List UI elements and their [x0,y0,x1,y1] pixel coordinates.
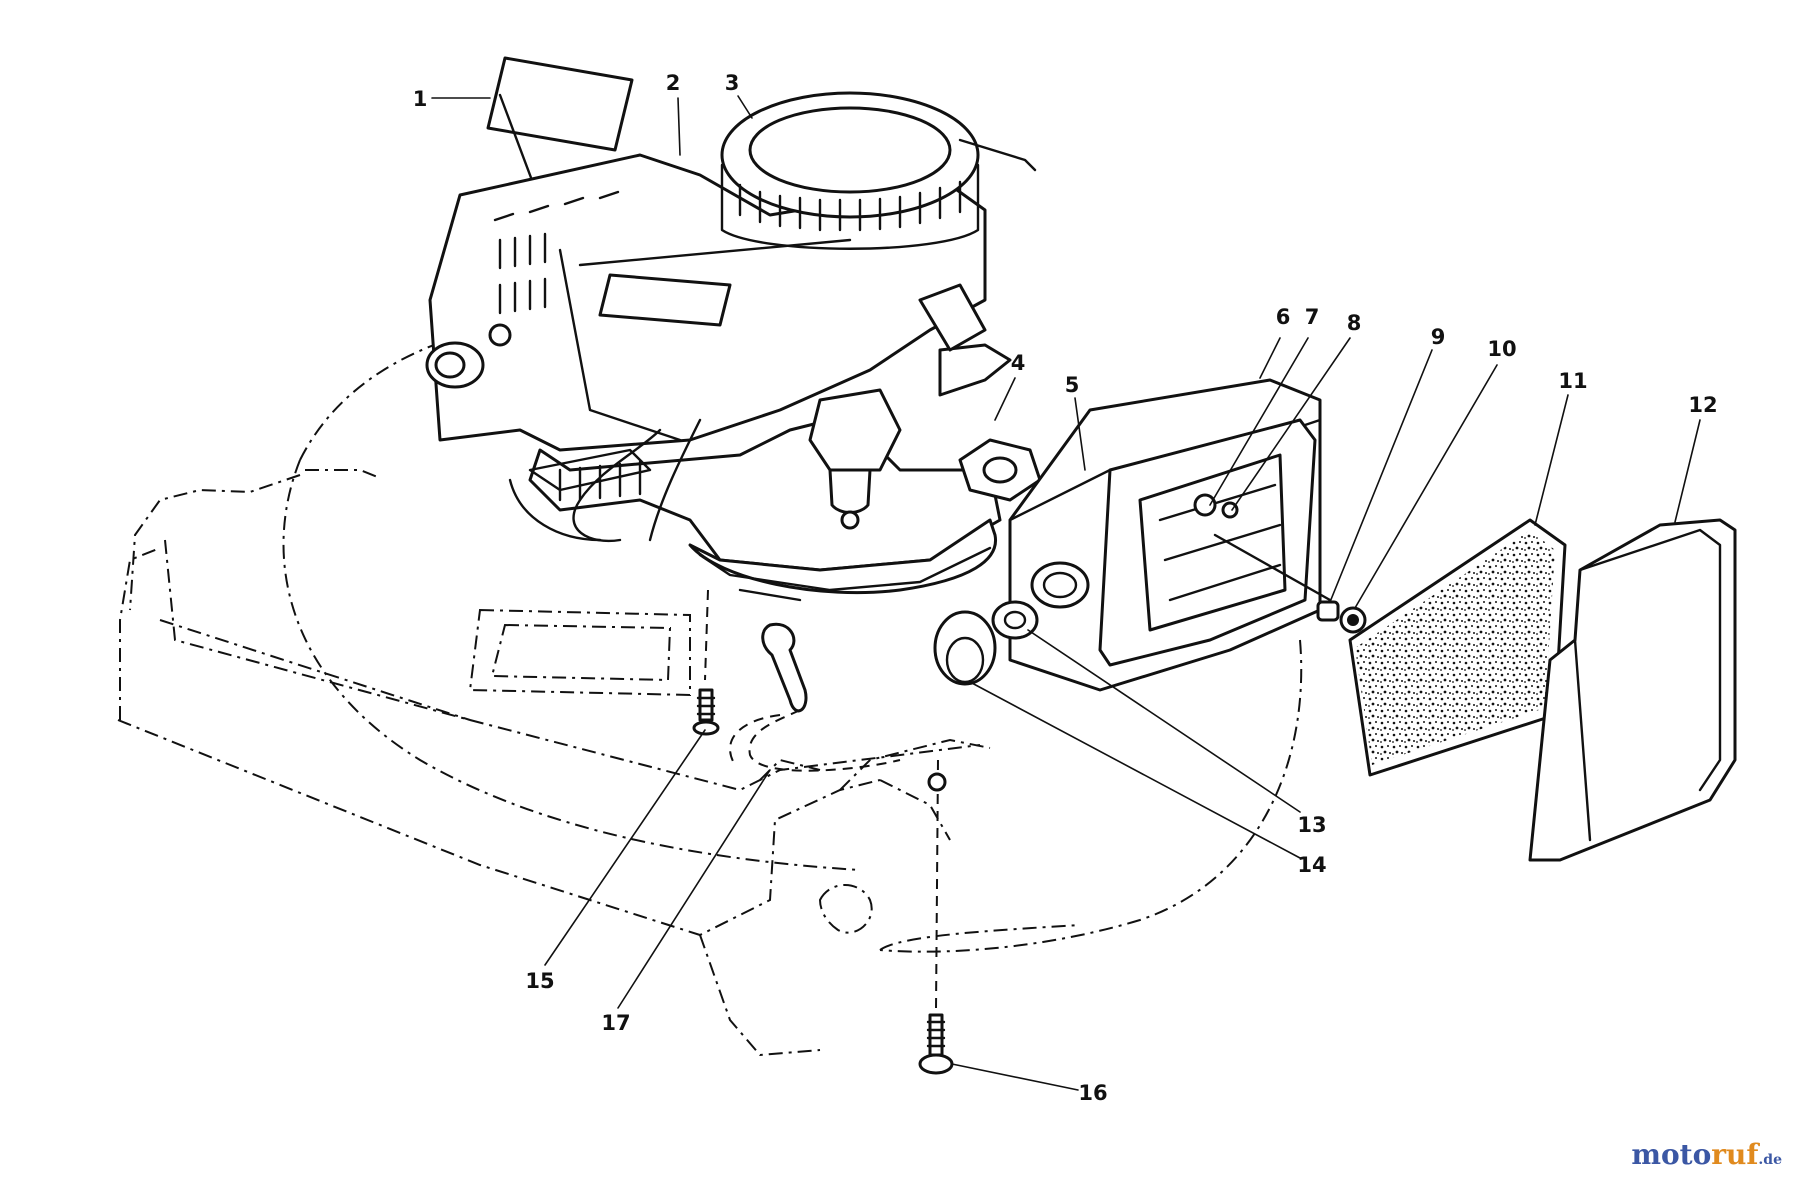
callout-17: 17 [601,1011,630,1035]
watermark-moto: moto [1631,1138,1712,1171]
callout-11: 11 [1558,369,1587,393]
callout-14: 14 [1297,853,1326,877]
callout-13: 13 [1297,813,1326,837]
air-cleaner-body-part-6 [1008,378,1322,692]
foam-element-part-11 [1348,518,1567,777]
watermark-tld: .de [1758,1152,1782,1168]
mower-deck [117,314,1303,1057]
nut-part-10 [1339,606,1367,634]
callout-8: 8 [1347,311,1362,335]
callout-3: 3 [725,71,740,95]
callout-9: 9 [1431,325,1446,349]
decal-part-1 [486,56,634,257]
callout-7: 7 [1305,305,1320,329]
knob-part-13 [991,600,1039,640]
callout-6: 6 [1276,305,1291,329]
site-watermark: motoruf.de [1631,1138,1782,1171]
stud-part-7-8 [1193,493,1332,602]
washer-part-9 [1316,600,1340,622]
callout-15: 15 [525,969,554,993]
shroud-vents [493,190,620,315]
recoil-vents [738,180,962,232]
callout-10: 10 [1487,337,1516,361]
engine-assembly [425,91,1037,602]
callout-12: 12 [1688,393,1717,417]
callout-16: 16 [1078,1081,1107,1105]
fuel-line-part-17 [729,622,901,772]
screw-part-15 [692,589,720,736]
callout-2: 2 [666,71,681,95]
callout-5: 5 [1065,373,1080,397]
watermark-ruf: ruf [1711,1138,1759,1171]
callout-1: 1 [413,87,428,111]
gasket-part-4 [958,438,1042,502]
leader-lines [431,95,1701,1091]
callout-4: 4 [1011,351,1026,375]
bulb-part-14 [933,610,997,686]
callout-labels: 1 2 3 4 5 6 7 8 9 10 11 12 13 14 15 16 1… [413,71,1718,1105]
cover-part-12 [1528,518,1737,862]
bolt-part-16 [918,759,954,1075]
